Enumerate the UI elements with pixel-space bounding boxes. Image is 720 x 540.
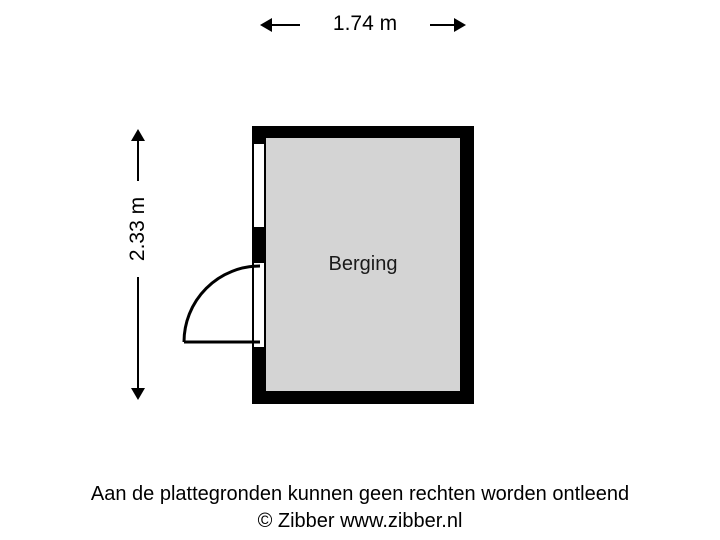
wall-opening-lower: [254, 261, 264, 349]
footer: Aan de plattegronden kunnen geen rechten…: [0, 482, 720, 533]
jamb-line-2: [252, 227, 266, 229]
width-arrow-left-icon: [260, 18, 272, 32]
room-floor: [266, 138, 460, 391]
wall-opening-upper: [254, 142, 264, 228]
width-dimension-label: 1.74 m: [300, 11, 430, 37]
jamb-line-1: [252, 142, 266, 144]
room-name-label: Berging: [328, 253, 398, 275]
height-arrow-down-icon: [131, 388, 145, 400]
footer-copyright: © Zibber www.zibber.nl: [257, 510, 463, 532]
door-swing-icon: [182, 264, 261, 344]
jamb-line-4: [252, 347, 266, 349]
jamb-line-3: [252, 261, 266, 263]
height-dimension-label: 2.33 m: [124, 181, 152, 277]
width-arrow-right-icon: [454, 18, 466, 32]
footer-disclaimer: Aan de plattegronden kunnen geen rechten…: [90, 483, 630, 505]
height-arrow-up-icon: [131, 129, 145, 141]
